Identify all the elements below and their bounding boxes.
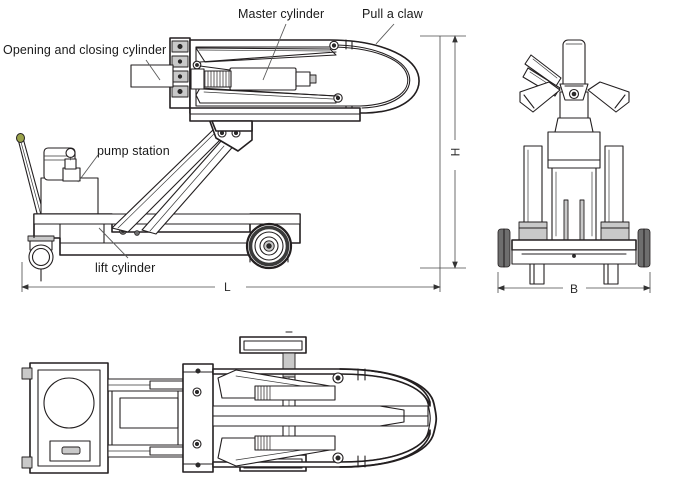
top-chassis-rails xyxy=(107,378,185,458)
callout-pull-a-claw: Pull a claw xyxy=(362,7,423,21)
front-side-rails xyxy=(518,131,630,243)
front-view-group xyxy=(497,39,651,285)
front-axle-assembly xyxy=(497,228,651,285)
master-cylinder-part xyxy=(190,60,317,91)
side-view-group xyxy=(16,37,420,282)
top-claw-arms xyxy=(192,368,438,468)
tow-handle xyxy=(16,133,46,222)
front-caster-wheel xyxy=(28,240,54,282)
front-claw-arms xyxy=(519,54,630,113)
callout-master-cylinder: Master cylinder xyxy=(238,7,325,21)
dimension-label-height: H xyxy=(448,145,463,159)
lift-arm-linkage xyxy=(111,115,253,235)
callout-opening-and-closing-cylinder: Opening and closing cylinder xyxy=(3,43,167,57)
dimension-label-width: B xyxy=(568,282,581,296)
rear-main-wheel xyxy=(245,222,293,270)
dimension-label-length: L xyxy=(222,280,233,294)
claw-head-assembly xyxy=(130,37,420,132)
front-view-dimension-line xyxy=(497,272,651,293)
chassis-frame xyxy=(27,213,301,256)
side-view-dimension-lines xyxy=(21,35,466,292)
top-pump-station xyxy=(21,362,109,474)
callout-leader-lines xyxy=(77,23,395,259)
top-view-group xyxy=(21,331,438,474)
top-center-body xyxy=(182,363,214,473)
pump-station-assembly xyxy=(40,147,99,215)
callout-lift-cylinder: lift cylinder xyxy=(95,261,156,275)
callout-pump-station: pump station xyxy=(97,144,170,158)
